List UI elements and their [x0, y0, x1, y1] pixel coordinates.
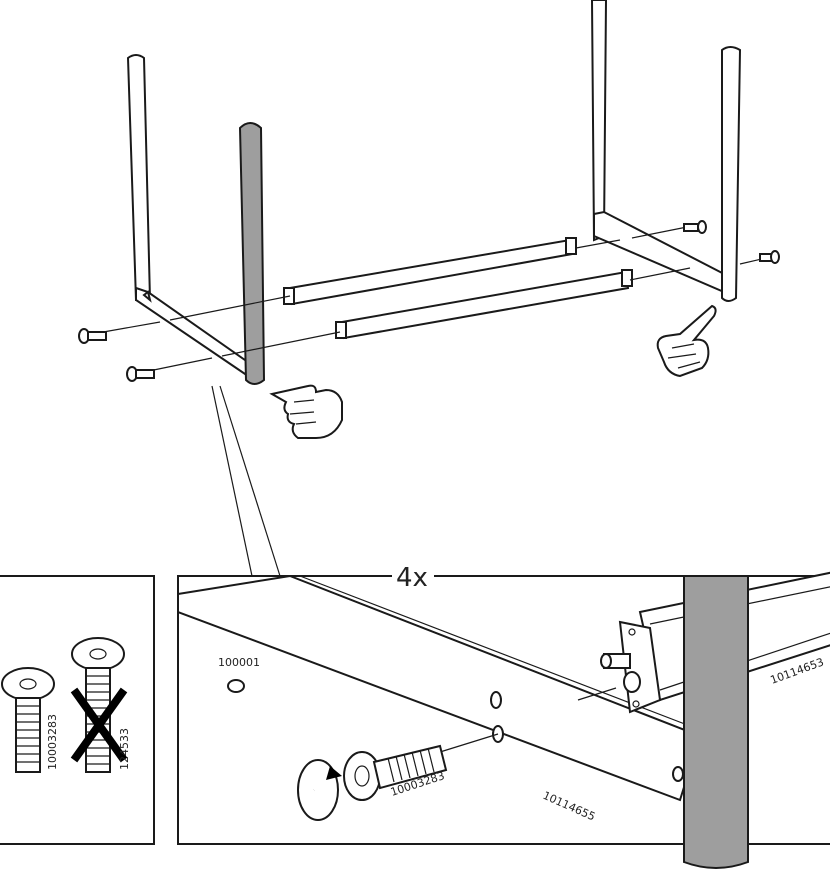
front-left-leg: [238, 122, 266, 385]
rail-long-number: 10114655: [541, 789, 597, 824]
rotation-arrow-icon: [297, 759, 342, 821]
rail-joint: [142, 290, 152, 303]
hole-top: [490, 691, 502, 709]
frame-assembly: [78, 0, 780, 385]
pointing-hand-icon: [656, 304, 717, 378]
left-side-rail: [135, 286, 265, 378]
bolt-correct: [1, 667, 55, 773]
bolt-correct-number: 10003283: [46, 714, 59, 770]
leg-detail: [683, 575, 749, 869]
front-right-leg: [721, 46, 742, 302]
bolt-bottom-left: [126, 366, 155, 382]
bolt-comparison-panel: 10003283 124533: [0, 575, 155, 845]
bolt-top-left: [78, 328, 107, 344]
back-right-leg: [590, 0, 608, 242]
bolt-top-right: [683, 220, 707, 234]
bolt-bottom-right: [759, 250, 780, 264]
cross-mark-icon: [70, 687, 128, 763]
back-left-leg: [126, 54, 152, 301]
end-bracket: [600, 620, 662, 714]
cross-rail-front: [335, 269, 633, 340]
quantity-label: 4x: [396, 563, 428, 593]
detail-zoom-panel: 4x: [177, 560, 830, 869]
tool-number: 100001: [218, 656, 260, 669]
bolt-wrong-number: 124533: [118, 728, 131, 770]
bolt-detail: [343, 744, 448, 801]
pointing-hand-icon: [269, 384, 343, 439]
hex-key-icon: [227, 672, 316, 805]
